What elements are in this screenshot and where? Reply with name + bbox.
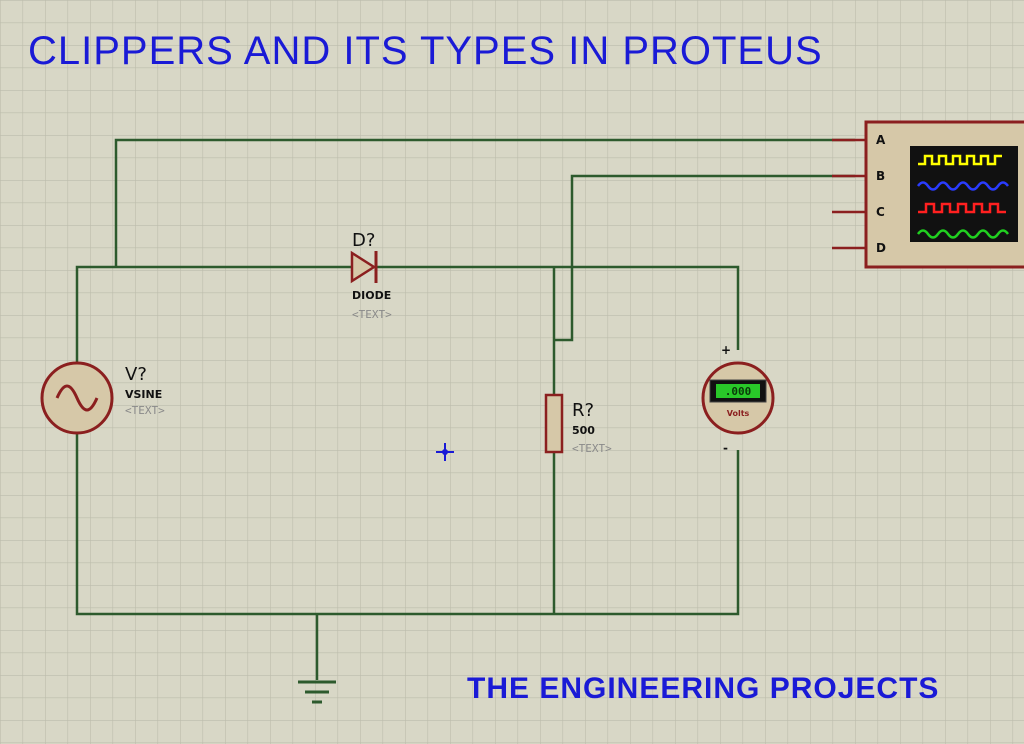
channel-label-b: B bbox=[876, 169, 885, 183]
oscilloscope-screen bbox=[910, 146, 1018, 242]
channel-label-d: D bbox=[876, 241, 886, 255]
channel-label-c: C bbox=[876, 205, 885, 219]
voltmeter-plus: + bbox=[721, 343, 731, 357]
wire-channel-a bbox=[114, 138, 855, 267]
channel-label-a: A bbox=[876, 133, 886, 147]
diode-value: DIODE bbox=[352, 289, 391, 302]
trace-b bbox=[916, 181, 1010, 191]
diode-symbol[interactable] bbox=[350, 250, 378, 284]
cursor-crosshair-icon bbox=[436, 443, 454, 461]
diode-text: <TEXT> bbox=[352, 308, 392, 321]
sine-source[interactable] bbox=[40, 361, 114, 435]
source-value: VSINE bbox=[125, 388, 162, 401]
page-title: CLIPPERS AND ITS TYPES IN PROTEUS bbox=[28, 29, 823, 73]
resistor-text: <TEXT> bbox=[572, 442, 612, 455]
voltmeter-display: .000 bbox=[725, 385, 752, 398]
trace-a bbox=[918, 154, 1002, 166]
resistor-ref: R? bbox=[572, 400, 594, 421]
resistor-symbol[interactable] bbox=[544, 393, 564, 454]
ground-icon[interactable] bbox=[298, 680, 336, 704]
oscilloscope[interactable] bbox=[832, 120, 1024, 269]
resistor-value: 500 bbox=[572, 424, 595, 437]
voltmeter[interactable]: .000 Volts bbox=[701, 361, 775, 435]
trace-c bbox=[918, 202, 1006, 214]
diode-ref: D? bbox=[352, 230, 375, 251]
voltmeter-minus: - bbox=[723, 441, 728, 455]
voltmeter-unit: Volts bbox=[727, 409, 750, 418]
footer-watermark: THE ENGINEERING PROJECTS bbox=[467, 672, 939, 705]
source-ref: V? bbox=[125, 364, 147, 385]
wire-ground-bus bbox=[75, 432, 740, 616]
wires bbox=[75, 138, 855, 680]
wire-source-to-diode bbox=[75, 265, 352, 365]
trace-d bbox=[916, 229, 1010, 239]
wire-diode-to-voltmeter bbox=[376, 265, 740, 350]
wire-channel-b bbox=[554, 174, 855, 342]
sine-wave-icon bbox=[55, 384, 99, 412]
source-text: <TEXT> bbox=[125, 404, 165, 417]
